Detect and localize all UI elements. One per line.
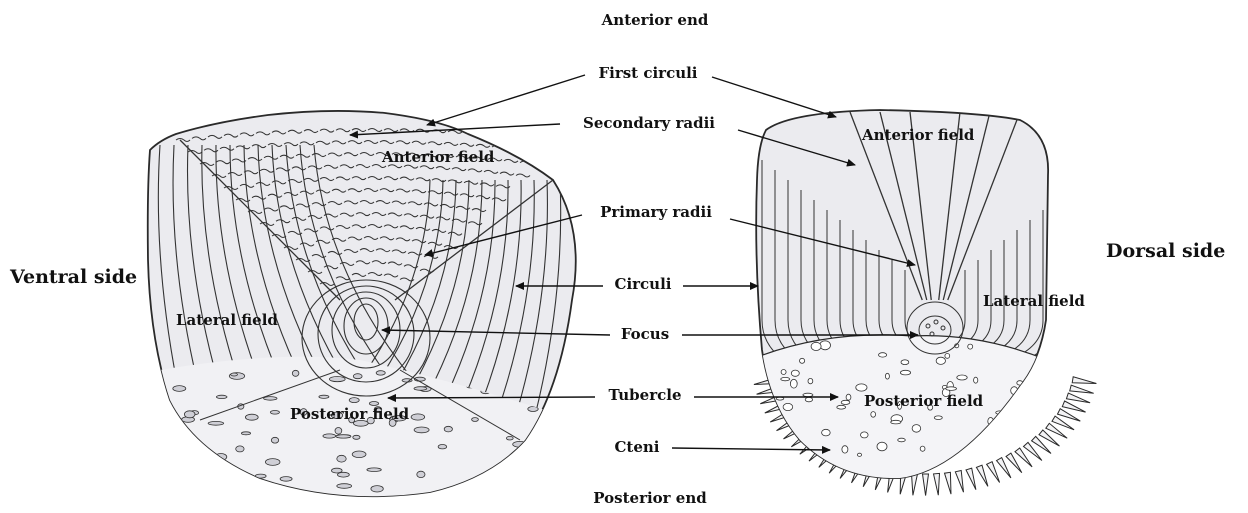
ventral-lateral-field-label: Lateral field: [176, 313, 278, 328]
secondary-radii-label: Secondary radii: [583, 116, 715, 131]
ventral-posterior-field-label: Posterior field: [290, 407, 409, 422]
posterior-end-label: Posterior end: [593, 491, 706, 506]
arrow-first-circuli-right: [712, 77, 836, 117]
circuli-label: Circuli: [615, 277, 672, 292]
dorsal-posterior-field: [740, 335, 1070, 513]
ventral-side-label: Ventral side: [10, 268, 137, 287]
dorsal-side-label: Dorsal side: [1106, 242, 1225, 261]
first-circuli-label: First circuli: [598, 66, 697, 81]
dorsal-posterior-field-label: Posterior field: [864, 394, 983, 409]
primary-radii-label: Primary radii: [600, 205, 712, 220]
ventral-anterior-field-label: Anterior field: [382, 150, 494, 165]
tubercle-label: Tubercle: [608, 388, 681, 403]
anterior-end-label: Anterior end: [602, 13, 709, 28]
cteni-label: Cteni: [614, 440, 659, 455]
focus-label: Focus: [621, 327, 669, 342]
arrow-first-circuli-left: [427, 75, 585, 125]
dorsal-anterior-field-label: Anterior field: [862, 128, 974, 143]
dorsal-lateral-field-label: Lateral field: [983, 294, 1085, 309]
